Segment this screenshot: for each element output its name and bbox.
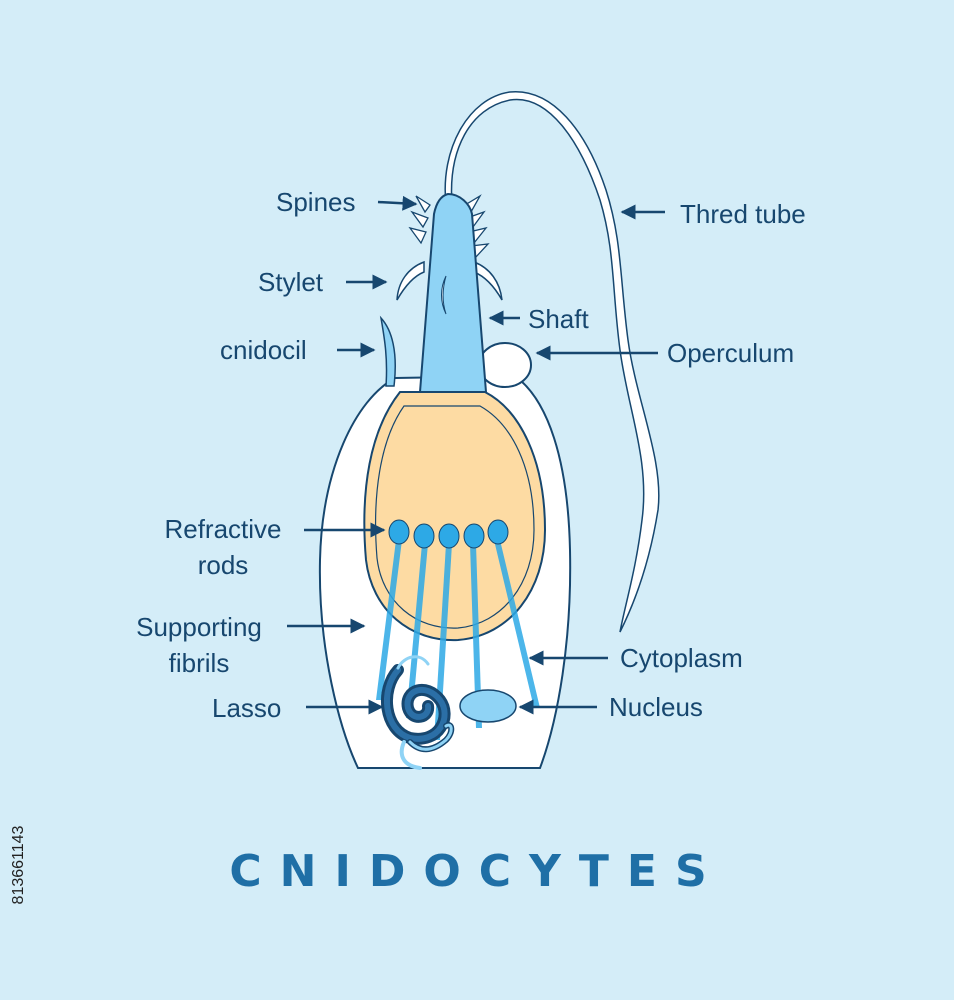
thread-tube xyxy=(444,91,660,633)
stylet-right xyxy=(473,260,503,301)
supporting-fibrils xyxy=(376,540,540,740)
label-spines: Spines xyxy=(276,187,356,217)
nucleus xyxy=(459,689,517,723)
arrow-spines xyxy=(377,195,418,211)
label-nucleus: Nucleus xyxy=(609,692,703,722)
diagram-title: CNIDOCYTES xyxy=(229,846,725,897)
label-operculum: Operculum xyxy=(667,338,795,368)
capsule xyxy=(363,391,547,642)
cnidocil xyxy=(379,315,396,387)
label-arrows xyxy=(287,195,665,715)
label-shaft: Shaft xyxy=(528,304,589,334)
capsule-inner-wall xyxy=(375,405,535,629)
label-lasso: Lasso xyxy=(212,693,282,723)
shaft xyxy=(418,192,488,393)
label-stylet: Stylet xyxy=(258,267,324,297)
label-thread-tube: Thred tube xyxy=(680,199,806,229)
refractive-rods xyxy=(388,519,509,549)
operculum xyxy=(478,342,532,388)
label-cnidocil: cnidocil xyxy=(220,335,307,365)
label-cytoplasm: Cytoplasm xyxy=(620,643,743,673)
stylet-left xyxy=(396,260,425,301)
label-supporting-fibrils: Supporting fibrils xyxy=(136,612,262,678)
label-refractive-rods: Refractive rods xyxy=(164,514,282,580)
side-id: 813661143 xyxy=(6,770,32,960)
side-id-text: 813661143 xyxy=(10,825,27,905)
shaft-slit xyxy=(441,275,447,315)
lasso xyxy=(380,655,455,770)
